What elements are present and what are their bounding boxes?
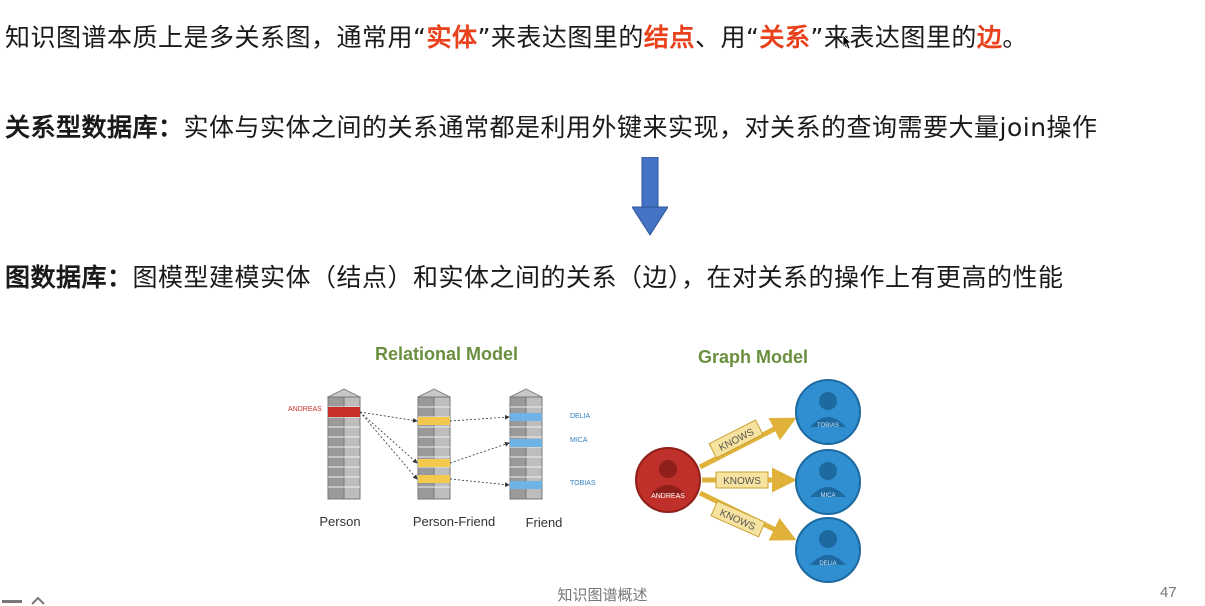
delia-node-label: DELIA bbox=[819, 561, 836, 567]
page-number: 47 bbox=[1160, 584, 1177, 601]
intro-sentence: 知识图谱本质上是多关系图，通常用“实体”来表达图里的结点、用“关系”来表达图里的… bbox=[5, 18, 1028, 54]
friend-table bbox=[508, 388, 544, 500]
edge-term: 边 bbox=[976, 23, 1003, 52]
intro-part-1: 知识图谱本质上是多关系图，通常用“ bbox=[5, 23, 427, 52]
relation-term: 关系 bbox=[759, 23, 811, 52]
person-friend-table-label: Person-Friend bbox=[413, 514, 495, 529]
andreas-node: ANDREAS bbox=[635, 447, 701, 513]
tobias-node: TOBIAS bbox=[795, 379, 861, 445]
graph-db-sentence: 图数据库：图模型建模实体（结点）和实体之间的关系（边），在对关系的操作上有更高的… bbox=[5, 258, 1064, 294]
knows-edge-label-2: KNOWS bbox=[723, 476, 761, 487]
mica-node: MICA bbox=[795, 449, 861, 515]
graph-model-title: Graph Model bbox=[698, 347, 808, 367]
intro-part-2: ”来表达图里的 bbox=[477, 23, 644, 52]
graph-edges: KNOWS KNOWS KNOWS bbox=[698, 417, 797, 541]
graph-db-label: 图数据库： bbox=[5, 263, 133, 292]
person-table bbox=[326, 388, 362, 500]
mica-node-label: MICA bbox=[821, 493, 836, 499]
entity-term: 实体 bbox=[426, 23, 478, 52]
delia-node: DELIA bbox=[795, 517, 861, 583]
tobias-node-label: TOBIAS bbox=[817, 423, 839, 429]
friend-table-label: Friend bbox=[526, 515, 563, 530]
mouse-cursor-icon bbox=[842, 34, 852, 50]
person-table-label: Person bbox=[319, 514, 360, 529]
slide-nav-icon[interactable] bbox=[0, 596, 50, 606]
tobias-row-label: TOBIAS bbox=[570, 480, 596, 487]
intro-part-3: 、用“ bbox=[694, 23, 760, 52]
footer-title: 知识图谱概述 bbox=[557, 587, 648, 604]
delia-row-label: DELIA bbox=[570, 413, 591, 420]
intro-part-5: 。 bbox=[1002, 23, 1028, 52]
person-row-andreas bbox=[328, 407, 360, 417]
down-arrow-icon bbox=[632, 157, 668, 236]
mica-row-label: MICA bbox=[570, 437, 588, 444]
node-term: 结点 bbox=[643, 23, 695, 52]
person-friend-table bbox=[416, 388, 452, 500]
andreas-row-label: ANDREAS bbox=[288, 406, 322, 413]
intro-part-4: ”来表达图里的 bbox=[810, 23, 977, 52]
graph-db-text: 图模型建模实体（结点）和实体之间的关系（边），在对关系的操作上有更高的性能 bbox=[132, 263, 1064, 292]
relational-db-text: 实体与实体之间的关系通常都是利用外键来实现，对关系的查询需要大量join操作 bbox=[183, 113, 1098, 142]
relational-db-label: 关系型数据库： bbox=[5, 113, 184, 142]
relational-db-sentence: 关系型数据库：实体与实体之间的关系通常都是利用外键来实现，对关系的查询需要大量j… bbox=[5, 108, 1098, 144]
relational-model-title: Relational Model bbox=[375, 344, 518, 364]
relational-vs-graph-figure: Relational Model Graph Model bbox=[288, 344, 861, 583]
andreas-node-label: ANDREAS bbox=[651, 493, 685, 500]
